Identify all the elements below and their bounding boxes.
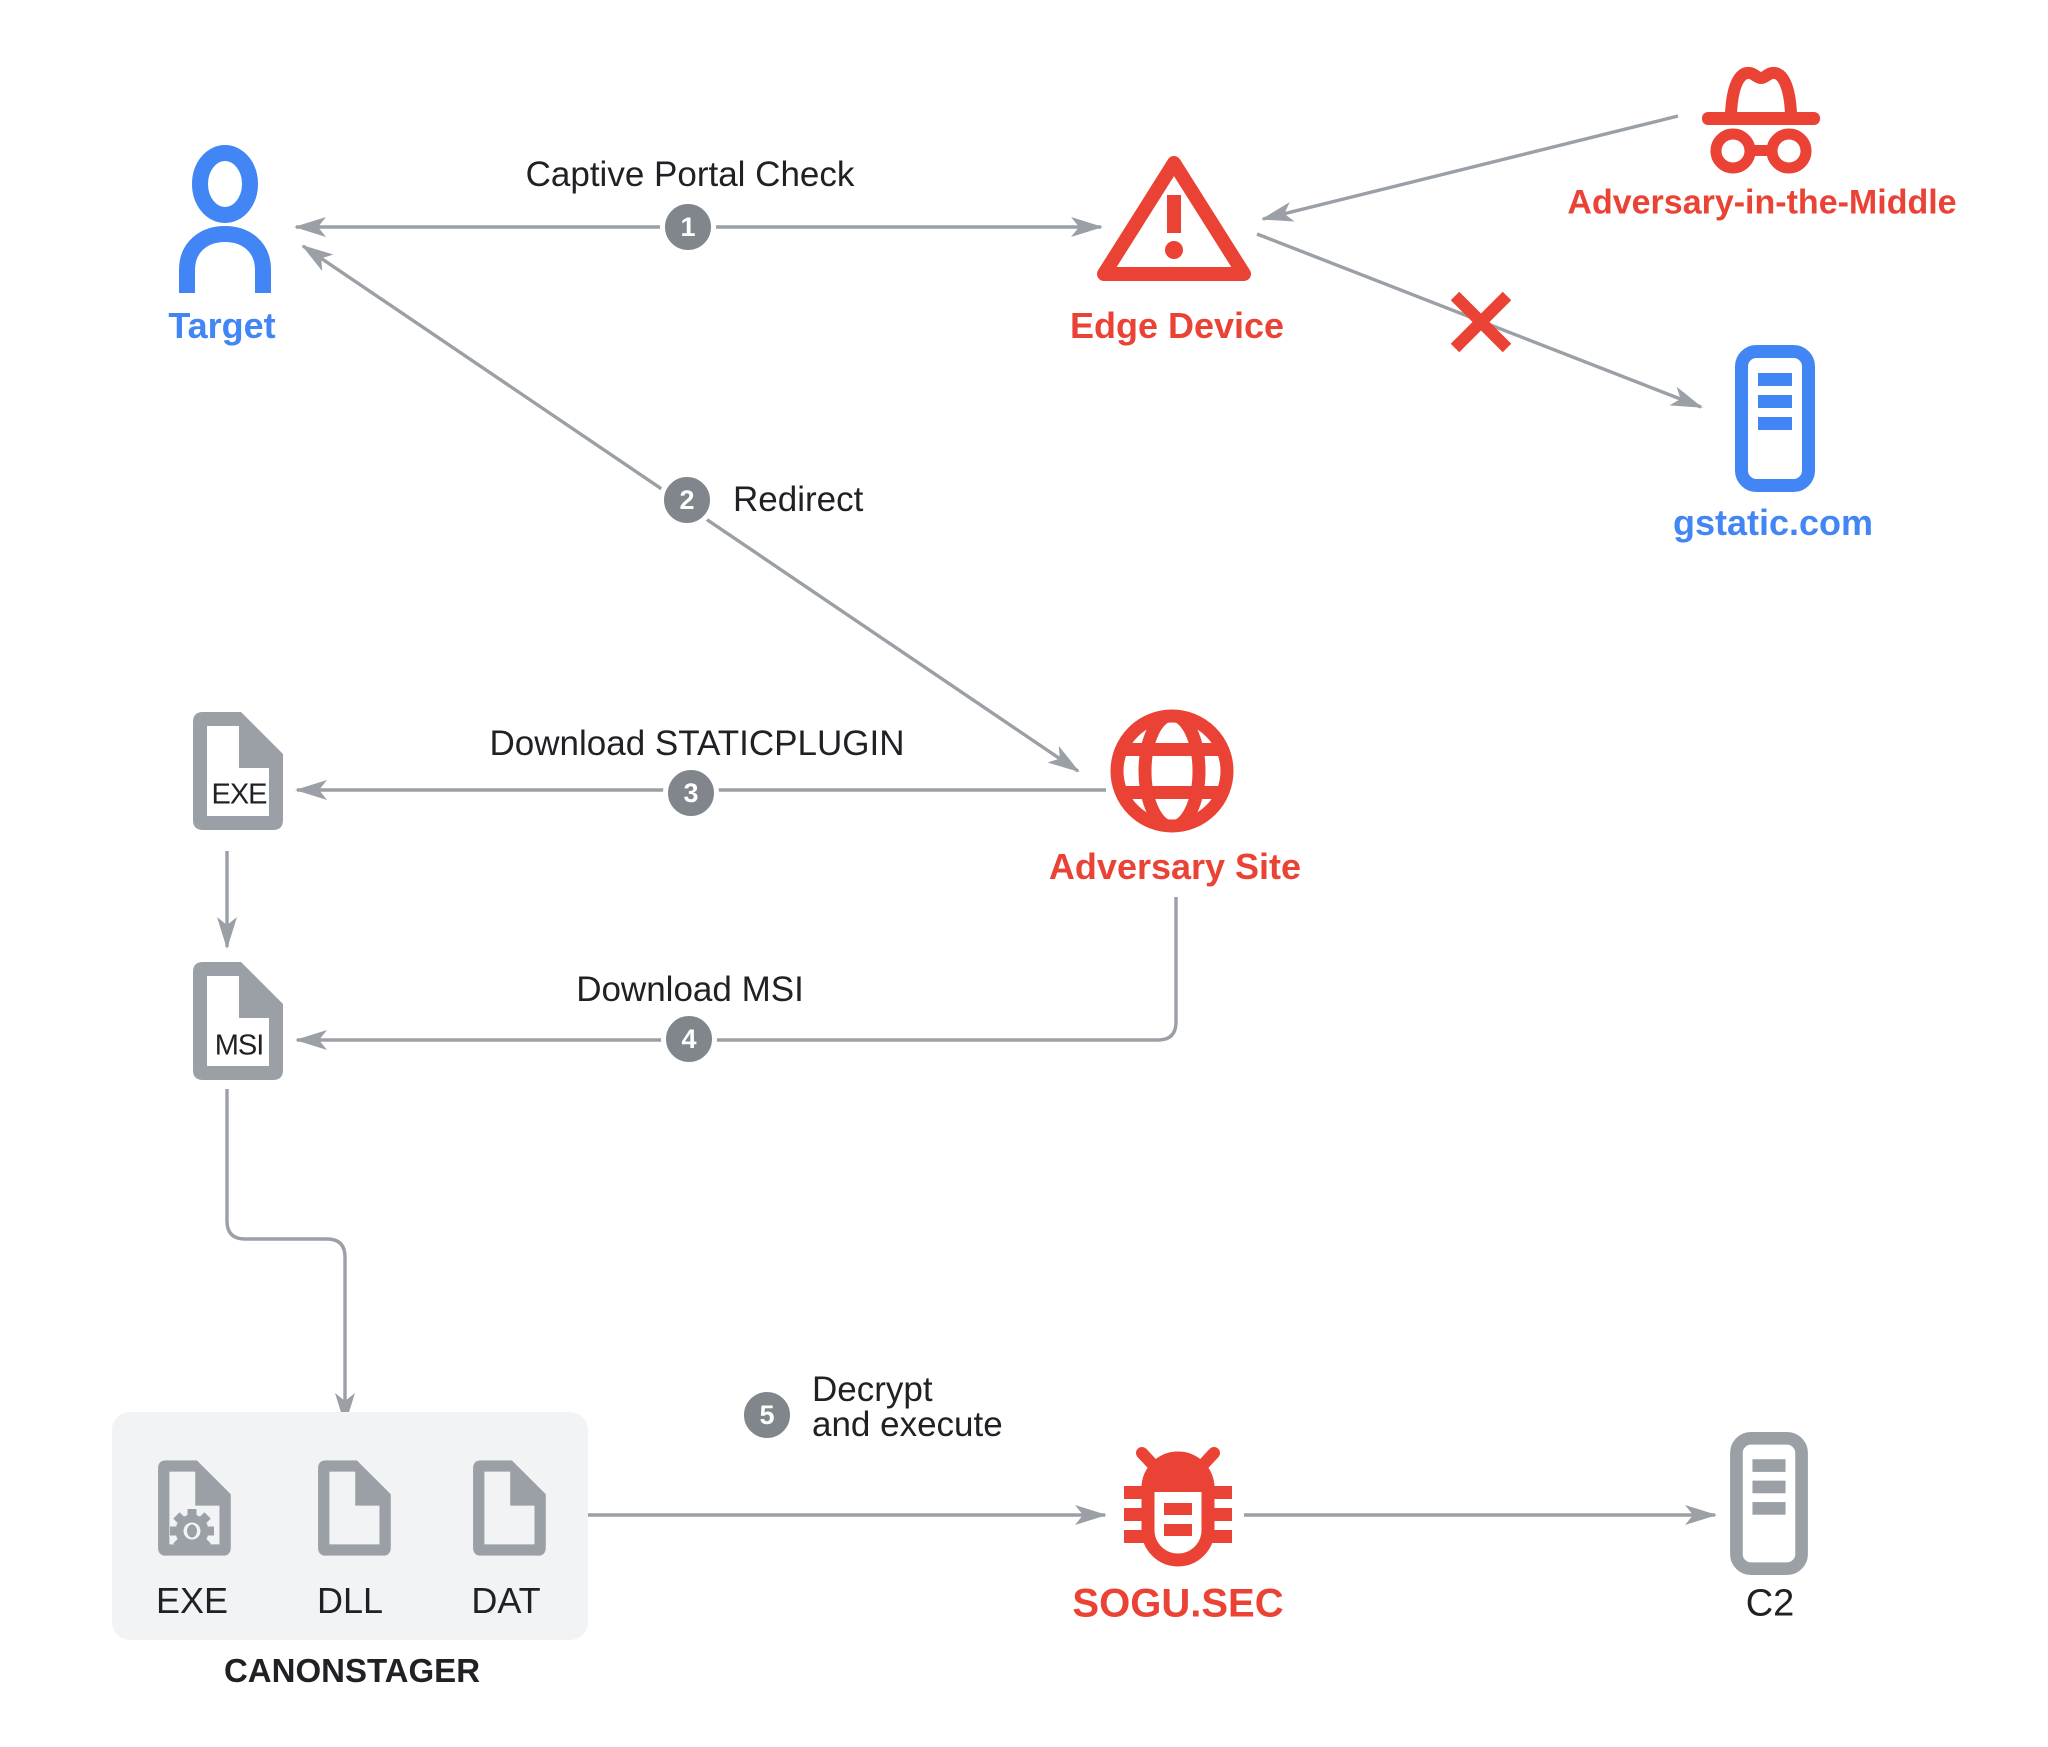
x-mark-icon	[1450, 291, 1512, 353]
edge-device-label: Edge Device	[1069, 305, 1285, 346]
canonstager-dat-label: DAT	[471, 1580, 541, 1621]
step-badge-2: 2	[659, 472, 715, 528]
adversary-in-the-middle-label: Adversary-in-the-Middle	[1567, 183, 1957, 222]
step-3-label: Download STATICPLUGIN	[489, 724, 905, 763]
line-download-msi	[295, 897, 1178, 1050]
sogu-label: SOGU.SEC	[1072, 1581, 1284, 1626]
canonstager-dll-label: DLL	[316, 1580, 384, 1621]
c2-server-icon	[1730, 1432, 1808, 1575]
person-icon	[179, 145, 271, 293]
dll-file-icon	[318, 1460, 391, 1556]
msi-file-text: MSI	[214, 1029, 265, 1062]
line-aitm-to-edge	[1261, 114, 1679, 222]
step-1-label: Captive Portal Check	[525, 155, 855, 194]
exe-gear-file-icon	[158, 1460, 231, 1556]
step-2-label: Redirect	[733, 480, 864, 519]
bug-icon	[1124, 1447, 1232, 1567]
step-badge-1: 1	[660, 199, 716, 255]
dat-file-icon	[473, 1460, 546, 1556]
exe-file-icon	[193, 712, 283, 830]
step-4-label: Download MSI	[576, 970, 804, 1009]
step-badge-4: 4	[661, 1011, 717, 1067]
step-5-label-line2: and execute	[812, 1405, 1003, 1444]
canonstager-label: CANONSTAGER	[223, 1652, 481, 1689]
incognito-icon	[1702, 67, 1820, 174]
globe-icon	[1110, 709, 1234, 833]
line-msi-to-canonstager	[225, 1089, 355, 1425]
msi-file-icon	[193, 962, 283, 1080]
warning-triangle-icon	[1097, 156, 1251, 281]
step-badge-5: 5	[739, 1387, 795, 1443]
target-label: Target	[168, 305, 276, 346]
c2-label: C2	[1745, 1582, 1795, 1625]
gstatic-label: gstatic.com	[1672, 502, 1874, 543]
exe-file-text: EXE	[211, 778, 267, 811]
gstatic-server-icon	[1735, 345, 1815, 492]
step-5-label: Decrypt and execute	[812, 1372, 1003, 1442]
step-5-label-line1: Decrypt	[812, 1370, 933, 1409]
gear-icon	[170, 1509, 214, 1553]
step-badge-3: 3	[663, 765, 719, 821]
adversary-site-label: Adversary Site	[1048, 846, 1302, 887]
canonstager-exe-label: EXE	[155, 1580, 229, 1621]
